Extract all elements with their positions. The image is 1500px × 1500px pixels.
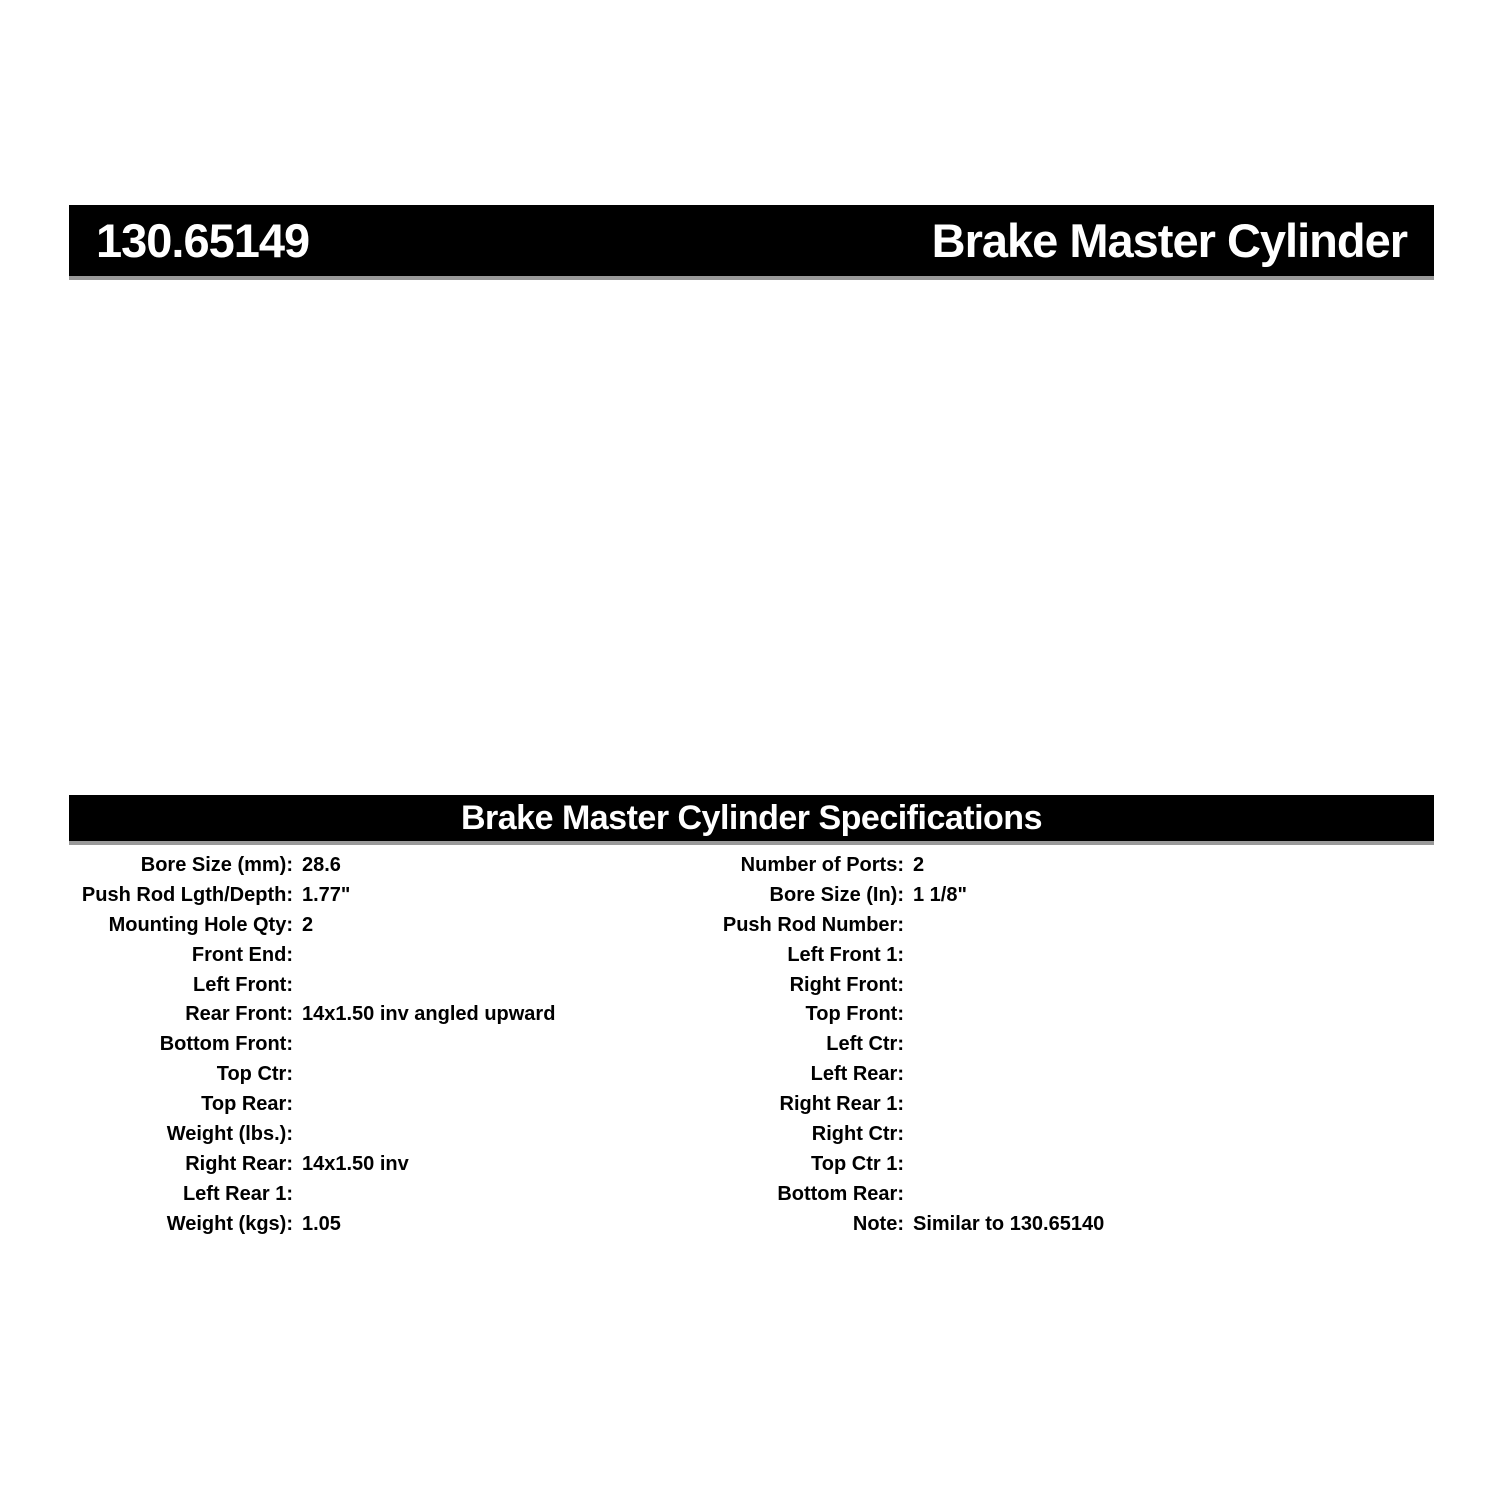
spec-label-right: Left Rear: [810, 1063, 904, 1086]
spec-label-right: Bore Size (In): [769, 883, 904, 906]
spec-value-left: 1.77" [302, 883, 351, 906]
spec-value-right [904, 1120, 1434, 1150]
spec-value-right [904, 1060, 1434, 1090]
spec-label-left: Weight (lbs.): [166, 1123, 293, 1146]
header-bar: 130.65149 Brake Master Cylinder [69, 205, 1434, 280]
spec-label-right: Left Front 1: [787, 943, 904, 966]
product-image-placeholder [69, 292, 1434, 782]
spec-section-title: Brake Master Cylinder Specifications [460, 798, 1043, 837]
spec-label-left: Top Ctr: [216, 1063, 293, 1086]
spec-value-left [293, 941, 680, 971]
spec-label-left: Left Front: [193, 973, 293, 996]
spec-value-left: 2 [302, 913, 314, 936]
spec-value-left [293, 1180, 680, 1210]
spec-label-right: Top Front: [805, 1003, 904, 1026]
part-number: 130.65149 [96, 214, 310, 267]
spec-value-left: 1.05 [302, 1212, 341, 1235]
spec-label-left: Right Rear: [185, 1152, 293, 1175]
spec-label-left: Bottom Front: [159, 1033, 293, 1056]
spec-label-left: Top Rear: [201, 1093, 293, 1116]
spec-label-right: Top Ctr 1: [811, 1152, 904, 1175]
spec-value-left [293, 1090, 680, 1120]
spec-value-left [293, 1030, 680, 1060]
spec-label-left: Left Rear 1: [182, 1182, 293, 1205]
spec-value-right [904, 1150, 1434, 1180]
spec-label-right: Number of Ports: [740, 854, 904, 876]
spec-value-right [904, 911, 1434, 941]
spec-section-title-bar: Brake Master Cylinder Specifications [69, 795, 1434, 845]
spec-label-left: Rear Front: [185, 1003, 293, 1026]
spec-value-left [293, 1060, 680, 1090]
spec-value-right: Similar to 130.65140 [913, 1212, 1105, 1235]
spec-value-right: 2 [913, 854, 925, 876]
spec-label-left: Bore Size (mm): [140, 854, 293, 876]
spec-label-right: Left Ctr: [826, 1033, 904, 1056]
spec-value-right [904, 1180, 1434, 1210]
product-title: Brake Master Cylinder [931, 214, 1408, 267]
spec-label-left: Mounting Hole Qty: [108, 913, 293, 936]
spec-label-right: Right Rear 1: [779, 1093, 904, 1116]
spec-label-right: Note: [852, 1212, 904, 1235]
spec-label-right: Push Rod Number: [722, 913, 904, 936]
spec-label-left: Weight (kgs): [166, 1212, 293, 1235]
spec-label-left: Front End: [191, 943, 293, 966]
spec-value-left [293, 971, 680, 1001]
spec-value-left: 28.6 [302, 854, 341, 876]
spec-value-right: 1 1/8" [913, 883, 967, 906]
spec-value-left: 14x1.50 inv [302, 1152, 409, 1175]
spec-label-left: Push Rod Lgth/Depth: [81, 883, 293, 906]
spec-value-right [904, 941, 1434, 971]
spec-label-right: Right Ctr: [811, 1123, 904, 1146]
spec-value-left [293, 1120, 680, 1150]
spec-value-right [904, 1090, 1434, 1120]
spec-value-left: 14x1.50 inv angled upward [302, 1003, 556, 1026]
spec-value-right [904, 1000, 1434, 1030]
spec-label-right: Bottom Rear: [777, 1182, 904, 1205]
spec-value-right [904, 971, 1434, 1001]
spec-value-right [904, 1030, 1434, 1060]
spec-label-right: Right Front: [789, 973, 904, 996]
